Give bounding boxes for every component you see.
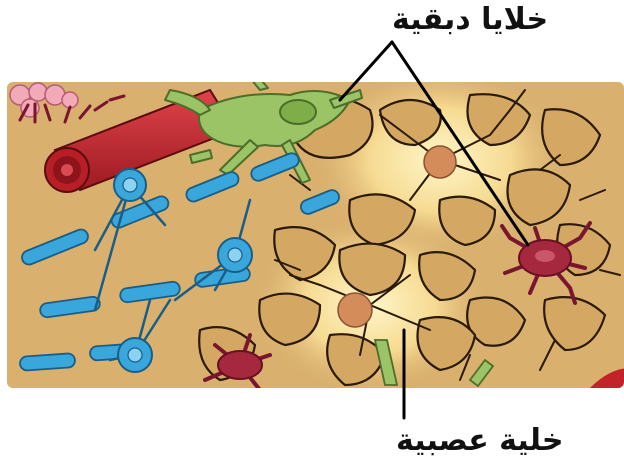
neuron-nucleus-lower (338, 293, 372, 327)
neuron-nucleus-upper (424, 146, 456, 178)
neuron-label: خلية عصبية (396, 423, 564, 458)
glial-cells-label: خلايا دبقية (392, 2, 548, 37)
